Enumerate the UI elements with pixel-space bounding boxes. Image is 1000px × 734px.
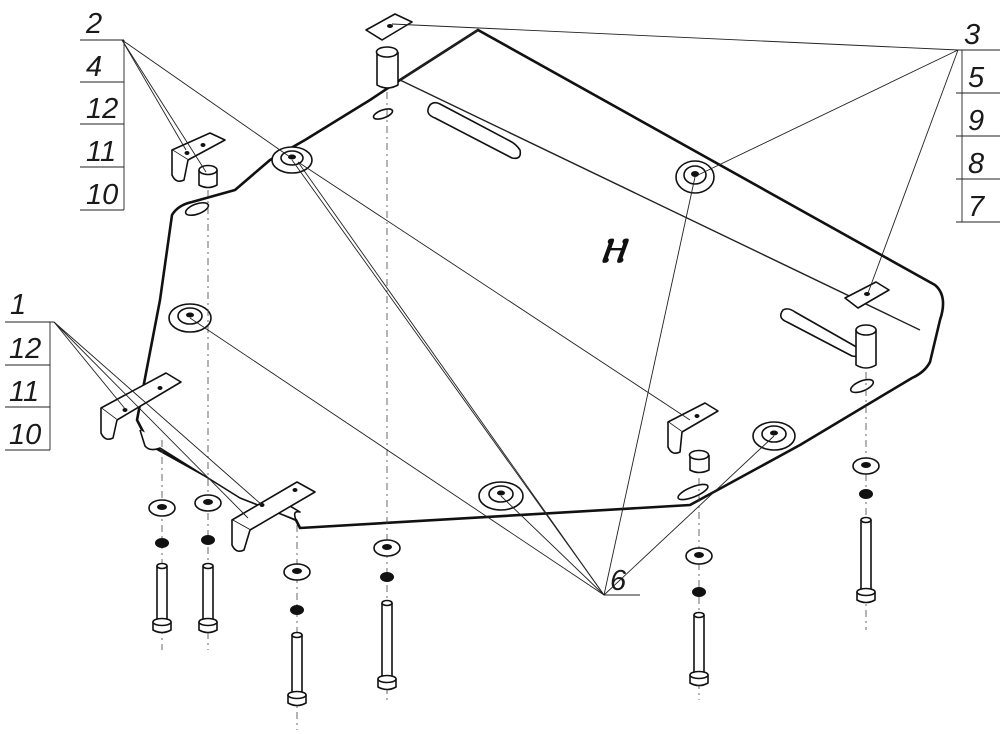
leader-lines xyxy=(53,23,959,596)
bolt-head-top xyxy=(689,670,709,680)
bolt-shank xyxy=(381,603,393,680)
label-part-12-a: 12 xyxy=(86,93,118,125)
plate-slot-small-3 xyxy=(677,483,709,501)
spacer-rear-left xyxy=(375,46,399,89)
bolt-stacks xyxy=(148,457,880,707)
washer-hole xyxy=(157,504,167,510)
bolt-tip xyxy=(202,562,214,570)
label-center: 6 xyxy=(610,565,627,597)
label-part-8: 8 xyxy=(968,148,984,180)
bolt-head-top xyxy=(856,587,876,597)
label-part-4: 4 xyxy=(86,51,102,83)
bolt-shank xyxy=(860,520,872,593)
nut xyxy=(380,572,394,582)
bolt-stack-5 xyxy=(685,547,713,687)
plate-front-lip xyxy=(139,429,301,521)
label-stack-right: 3 5 9 8 7 xyxy=(956,19,1000,223)
bracket-front-center xyxy=(231,481,316,552)
washer-hole xyxy=(292,568,302,574)
label-part-11-b: 11 xyxy=(9,376,39,408)
plate-slot-small-4 xyxy=(849,378,875,394)
plate-slot-long-top xyxy=(427,101,522,160)
plate-fold-line-2 xyxy=(399,29,479,81)
bolt-tip xyxy=(381,599,393,607)
bolt-stack-3 xyxy=(283,563,311,707)
washer-hole xyxy=(203,499,213,505)
nut xyxy=(692,587,706,597)
bolt-head-top xyxy=(287,690,307,700)
label-part-7: 7 xyxy=(968,191,986,223)
washer-hole xyxy=(694,552,704,558)
label-part-10-b: 10 xyxy=(9,419,41,451)
label-part-5: 5 xyxy=(968,62,985,94)
bolt-tip xyxy=(291,631,303,639)
bolt-stack-1 xyxy=(148,499,176,634)
label-part-6: 6 xyxy=(610,565,627,597)
plate-slot-small-2 xyxy=(184,201,210,217)
nut xyxy=(155,538,169,548)
bolt-stack-6 xyxy=(852,457,880,604)
bracket-right xyxy=(667,402,719,454)
bracket-front-left xyxy=(100,372,182,440)
bolt-stack-2 xyxy=(194,494,222,634)
spacer-right xyxy=(688,449,710,474)
label-part-10-a: 10 xyxy=(86,179,118,211)
bracket-top-left xyxy=(171,132,226,182)
label-part-2: 2 xyxy=(85,8,102,40)
rear-plate-right xyxy=(844,281,890,309)
bolt-head-top xyxy=(377,674,397,684)
bolt-shank xyxy=(156,566,168,623)
bolt-shank xyxy=(291,635,303,696)
spacer-rear-right xyxy=(855,324,877,369)
washer-hole xyxy=(382,544,392,550)
bolt-shank xyxy=(202,566,214,623)
label-part-1: 1 xyxy=(10,289,26,321)
nut xyxy=(201,535,215,545)
bolt-tip xyxy=(156,562,168,570)
spacer-left xyxy=(198,164,218,189)
bolt-stack-4 xyxy=(373,539,401,691)
bolt-tip xyxy=(860,516,872,524)
skid-plate xyxy=(135,28,945,530)
washer-hole xyxy=(861,462,871,468)
plate-fold-line xyxy=(399,79,921,331)
rear-plate-left xyxy=(365,13,413,41)
bolt-head-top xyxy=(198,617,218,627)
label-part-11-a: 11 xyxy=(86,136,116,168)
label-part-9: 9 xyxy=(968,105,984,137)
nut xyxy=(859,489,873,499)
label-stack-top-left: 2 4 12 11 10 xyxy=(80,8,125,211)
label-part-12-b: 12 xyxy=(9,333,41,365)
bolt-head-top xyxy=(152,617,172,627)
nut xyxy=(290,605,304,615)
bolt-shank xyxy=(693,615,705,676)
label-stack-bottom-left: 1 12 11 10 xyxy=(5,289,54,451)
bolt-tip xyxy=(693,611,705,619)
plate-slot-small-1 xyxy=(372,108,394,120)
label-part-3: 3 xyxy=(964,19,980,51)
